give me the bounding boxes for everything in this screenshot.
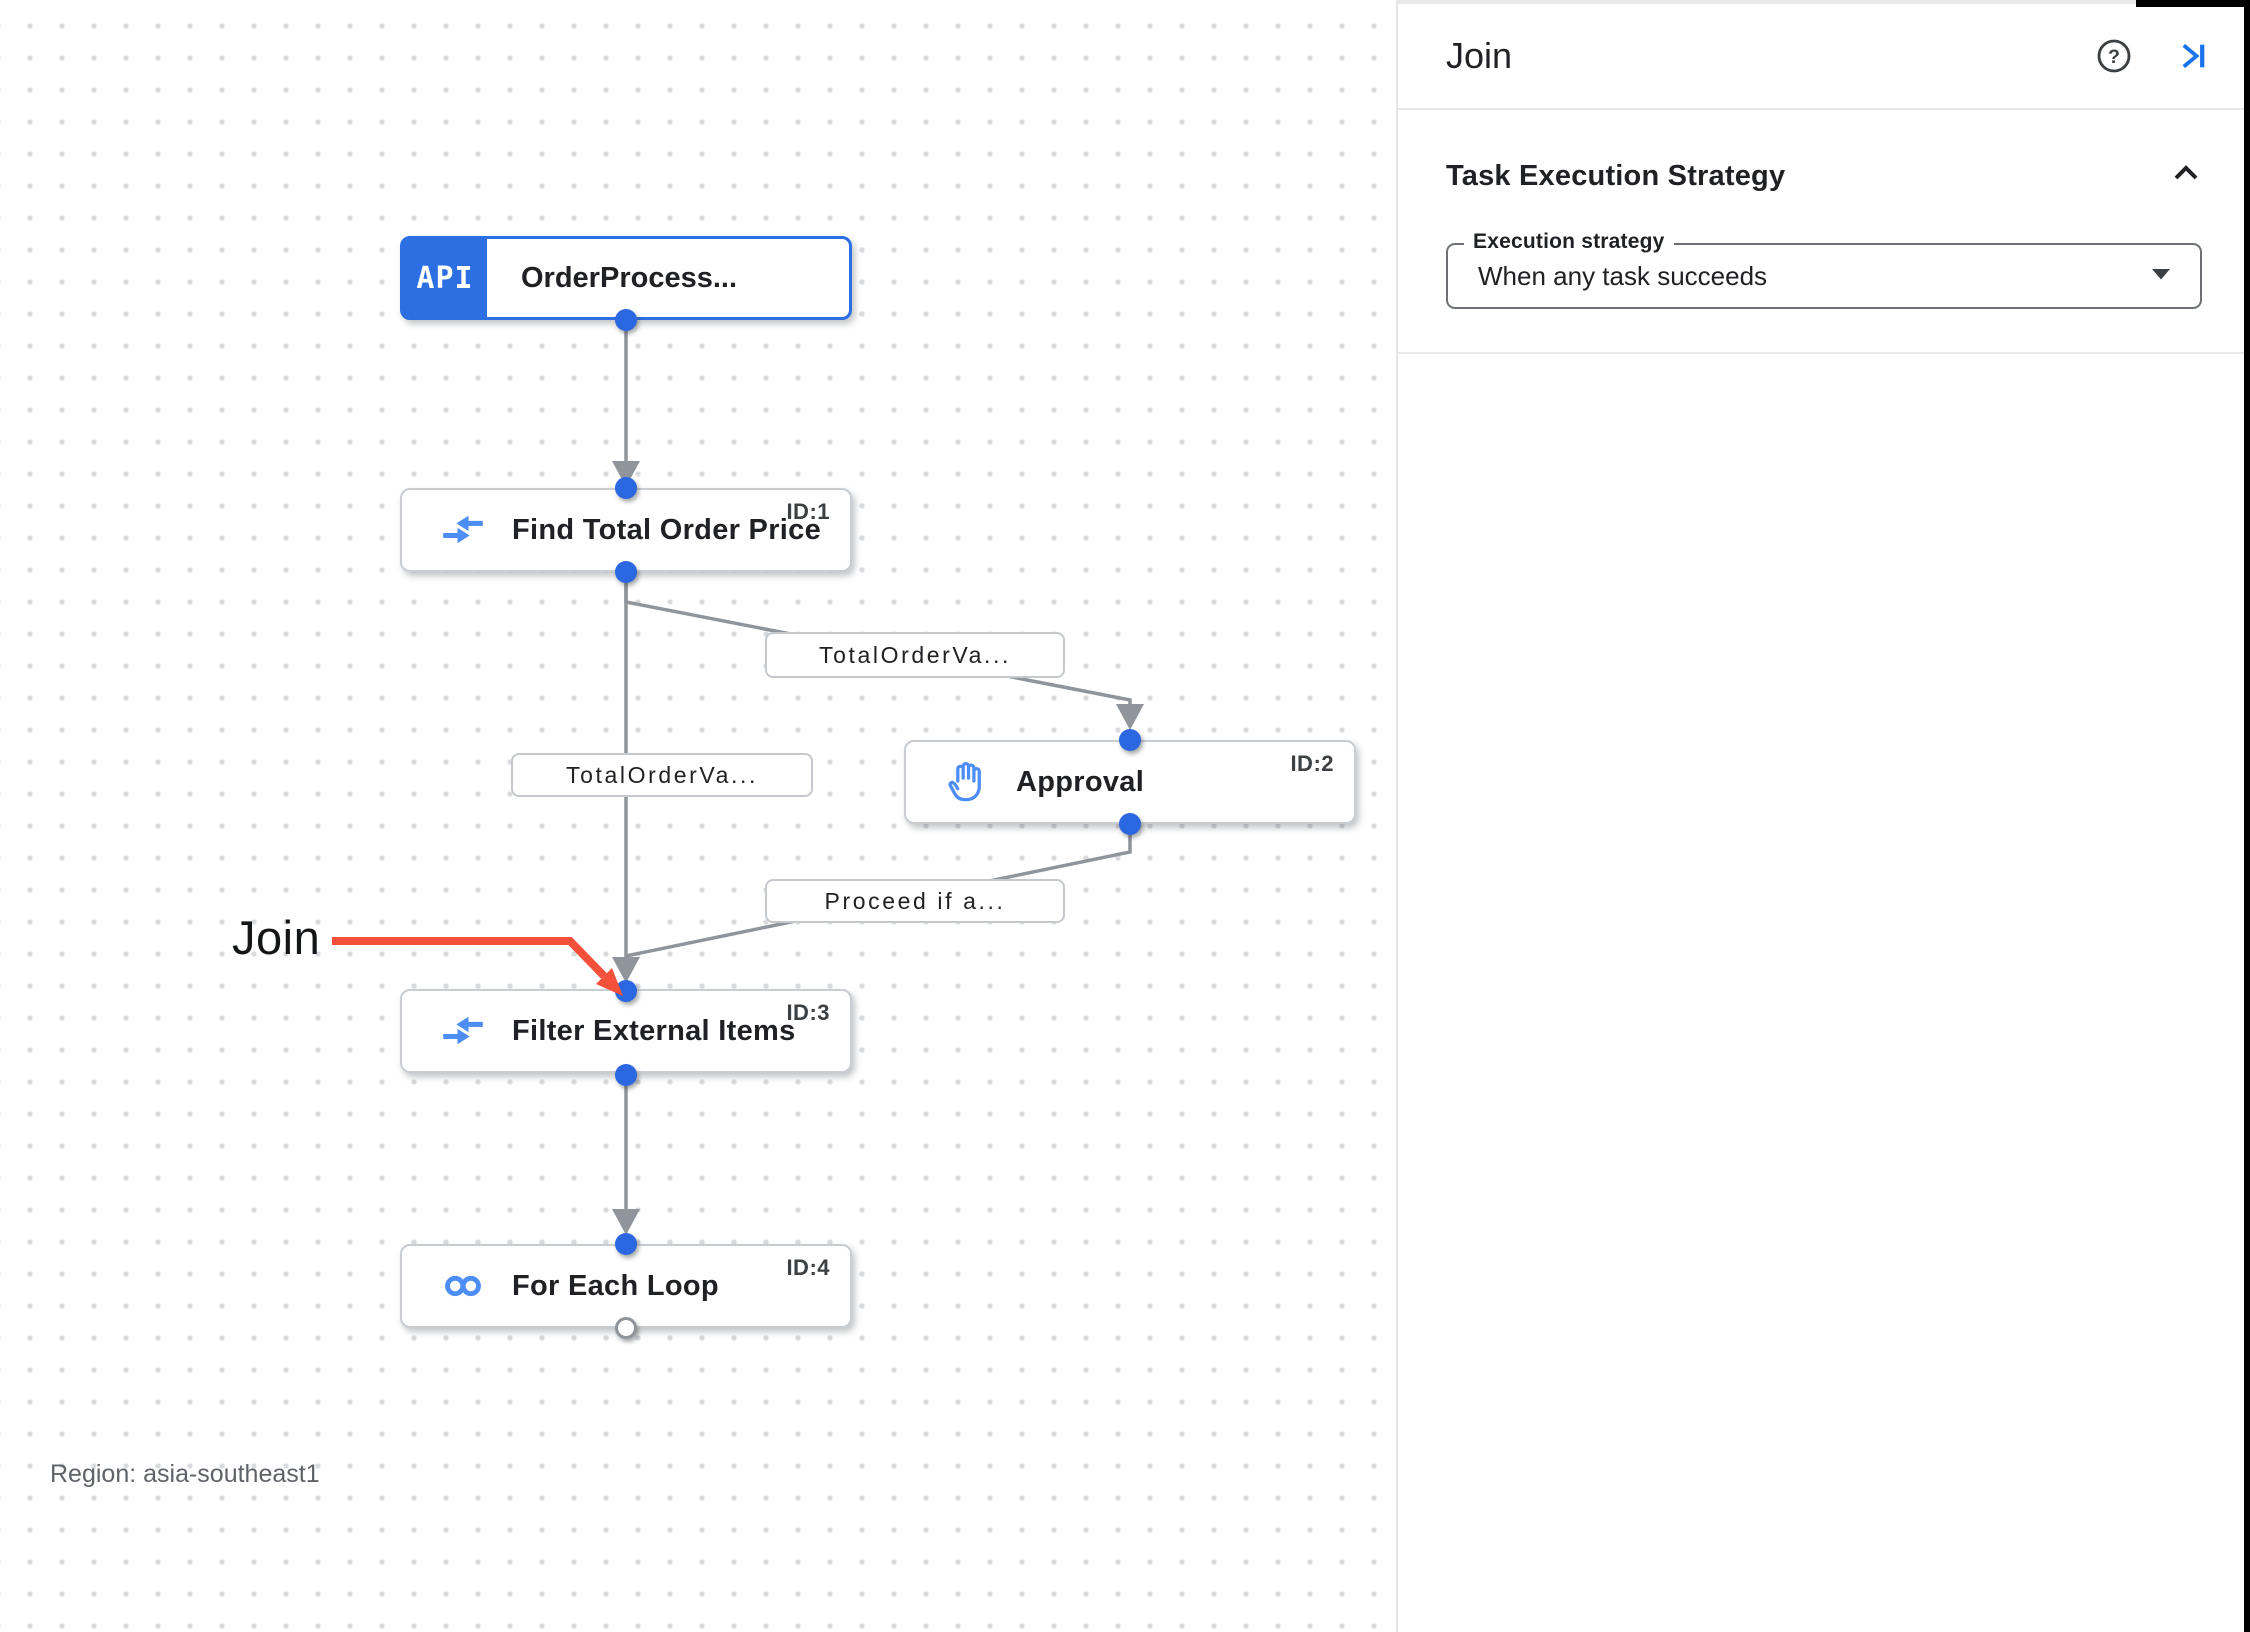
svg-text:?: ? bbox=[2108, 46, 2120, 68]
task-id-badge: ID:3 bbox=[786, 1000, 830, 1025]
trigger-title: OrderProcess... bbox=[521, 261, 737, 294]
chevron-up-icon[interactable] bbox=[2170, 158, 2202, 195]
loop-icon bbox=[440, 1263, 486, 1309]
section-divider bbox=[1398, 352, 2250, 354]
help-icon[interactable]: ? bbox=[2096, 38, 2132, 74]
task-node-for-each-loop[interactable]: For Each Loop ID:4 bbox=[400, 1244, 852, 1328]
task-id-badge: ID:4 bbox=[786, 1255, 830, 1280]
task-node-filter-external-items[interactable]: Filter External Items ID:3 bbox=[400, 989, 852, 1073]
port-approval-in[interactable] bbox=[1119, 729, 1141, 751]
port-filter-out[interactable] bbox=[615, 1064, 637, 1086]
task-title: Find Total Order Price bbox=[512, 513, 822, 546]
port-approval-out[interactable] bbox=[1119, 813, 1141, 835]
window-edge-right-bar bbox=[2244, 0, 2250, 1632]
port-foreach-in[interactable] bbox=[615, 1233, 637, 1255]
api-trigger-badge: API bbox=[403, 239, 487, 317]
task-title: Filter External Items bbox=[512, 1014, 796, 1047]
edge-label-total-order-value-2[interactable]: TotalOrderVa... bbox=[511, 753, 813, 797]
skip-next-icon[interactable] bbox=[2176, 39, 2210, 73]
task-node-approval[interactable]: Approval ID:2 bbox=[904, 740, 1356, 824]
panel-title: Join bbox=[1446, 35, 1513, 76]
port-find-out[interactable] bbox=[615, 561, 637, 583]
window-edge-top-bar bbox=[2136, 0, 2250, 7]
arrowhead-icon bbox=[1116, 704, 1144, 730]
chevron-down-icon bbox=[2152, 267, 2170, 285]
trigger-node-order-process[interactable]: API OrderProcess... bbox=[400, 236, 852, 320]
edge-label-proceed-if[interactable]: Proceed if a... bbox=[765, 879, 1065, 923]
data-mapping-icon bbox=[440, 507, 486, 553]
task-config-panel: Join ? Task Execution Strategy bbox=[1396, 0, 2250, 1632]
data-mapping-icon bbox=[440, 1008, 486, 1054]
edge-label-total-order-value-1[interactable]: TotalOrderVa... bbox=[765, 632, 1065, 678]
execution-strategy-select[interactable]: Execution strategy When any task succeed… bbox=[1446, 230, 2202, 309]
execution-strategy-label: Execution strategy bbox=[1464, 230, 1674, 254]
panel-header: Join ? bbox=[1398, 4, 2250, 110]
task-title: Approval bbox=[1016, 765, 1145, 798]
port-trigger-out[interactable] bbox=[615, 309, 637, 331]
task-node-find-total-order-price[interactable]: Find Total Order Price ID:1 bbox=[400, 488, 852, 572]
port-find-in[interactable] bbox=[615, 477, 637, 499]
task-id-badge: ID:2 bbox=[1290, 751, 1334, 776]
execution-strategy-value: When any task succeeds bbox=[1478, 260, 1768, 291]
port-filter-in-join[interactable] bbox=[615, 980, 637, 1002]
section-heading: Task Execution Strategy bbox=[1446, 160, 1786, 192]
task-title: For Each Loop bbox=[512, 1269, 719, 1302]
hand-icon bbox=[944, 759, 990, 805]
join-annotation-label: Join bbox=[232, 911, 321, 964]
task-id-badge: ID:1 bbox=[786, 499, 830, 524]
arrowhead-icon bbox=[612, 1209, 640, 1235]
port-foreach-out[interactable] bbox=[615, 1317, 637, 1339]
workflow-canvas[interactable]: API OrderProcess... Find Total Order Pri… bbox=[0, 0, 1396, 1632]
task-execution-strategy-section: Task Execution Strategy Execution strate… bbox=[1398, 110, 2250, 309]
region-label: Region: asia-southeast1 bbox=[50, 1460, 320, 1488]
